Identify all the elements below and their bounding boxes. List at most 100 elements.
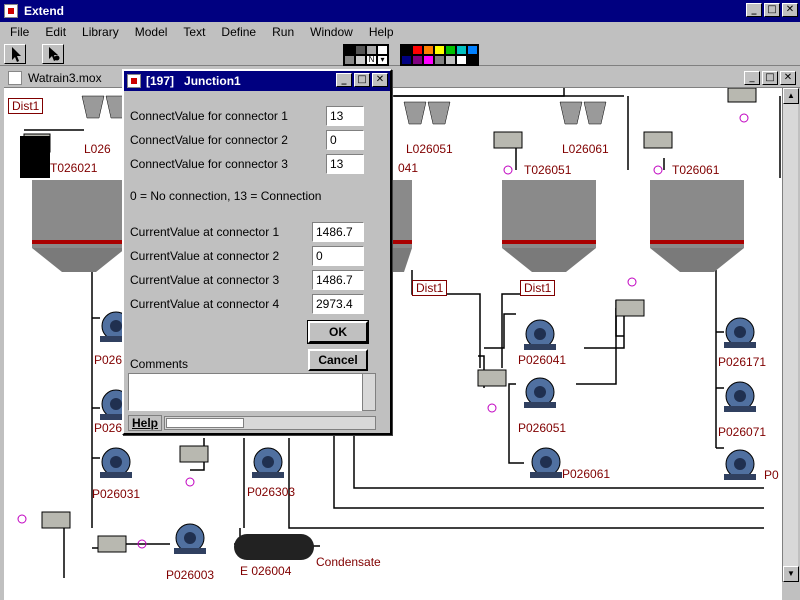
app-title-bar: Extend _ □ ✕ [0, 0, 800, 22]
connect-value-2[interactable]: 0 [326, 130, 364, 150]
dialog-block-id: [197] [146, 74, 175, 88]
arrow-tool-button[interactable] [4, 44, 26, 64]
color-swatch[interactable] [412, 55, 423, 65]
canvas-vertical-scrollbar[interactable]: ▲ ▼ [782, 88, 799, 582]
menu-edit[interactable]: Edit [45, 25, 67, 39]
pattern-cell[interactable] [366, 45, 377, 55]
color-swatch[interactable] [434, 55, 445, 65]
menu-help[interactable]: Help [368, 25, 394, 39]
color-swatch[interactable] [423, 45, 434, 55]
current-label-2: CurrentValue at connector 2 [130, 249, 280, 263]
color-swatch[interactable] [445, 45, 456, 55]
dialog-window-controls: _ □ ✕ [336, 73, 388, 87]
pattern-cell[interactable] [344, 55, 355, 65]
help-button[interactable]: Help [128, 415, 163, 431]
pattern-cell[interactable] [344, 45, 355, 55]
color-palette [400, 44, 479, 66]
dist-block-b[interactable]: Dist1 [520, 280, 556, 296]
dist-block-a[interactable]: Dist1 [412, 280, 448, 296]
p0-label: P0 [764, 468, 779, 482]
t026061-label: T026061 [672, 163, 720, 177]
dialog-close-button[interactable]: ✕ [372, 73, 388, 87]
menu-window[interactable]: Window [310, 25, 353, 39]
p026003-label: P026003 [166, 568, 215, 582]
dialog-maximize-button[interactable]: □ [354, 73, 370, 87]
app-icon[interactable] [4, 4, 18, 18]
minimize-button[interactable]: _ [746, 3, 762, 17]
menu-file[interactable]: File [10, 25, 30, 39]
close-button[interactable]: ✕ [782, 3, 798, 17]
color-swatch[interactable] [467, 55, 478, 65]
doc-minimize-button[interactable]: _ [744, 71, 760, 85]
comments-scrollbar[interactable] [362, 373, 376, 411]
p026031-label: P026031 [92, 487, 141, 501]
pattern-dropdown-icon[interactable]: ▾ [377, 55, 388, 65]
color-swatch[interactable] [467, 45, 478, 55]
menu-library[interactable]: Library [82, 25, 119, 39]
scroll-down-icon[interactable]: ▼ [783, 566, 799, 582]
dialog-title-bar: [197] Junction1 _ □ ✕ [124, 71, 390, 91]
ok-button[interactable]: OK [307, 320, 369, 344]
connect-value-1[interactable]: 13 [326, 106, 364, 126]
p026071-label: P026071 [718, 425, 767, 439]
menu-define[interactable]: Define [221, 25, 257, 39]
p026303-label: P026303 [247, 485, 296, 499]
scroll-up-icon[interactable]: ▲ [783, 88, 799, 104]
menu-model[interactable]: Model [134, 25, 168, 39]
connector-tool-icon [49, 47, 60, 61]
color-swatch[interactable] [434, 45, 445, 55]
scroll-thumb[interactable] [166, 418, 245, 428]
p026-label-b: P026 [94, 421, 123, 435]
pumps [100, 311, 756, 554]
pattern-none-cell[interactable]: N [366, 55, 377, 65]
t026021-block [20, 136, 50, 178]
color-swatch[interactable] [456, 45, 467, 55]
model-canvas[interactable]: Dist1 T026021 L026 L026051 L026061 T0260… [4, 88, 782, 600]
connect-value-3[interactable]: 13 [326, 154, 364, 174]
connect-label-1: ConnectValue for connector 1 [130, 109, 288, 123]
current-value-1: 1486.7 [312, 222, 364, 242]
document-title: Watrain3.mox [28, 71, 102, 85]
color-swatch[interactable] [412, 45, 423, 55]
app-title: Extend [24, 4, 65, 18]
doc-close-button[interactable]: ✕ [780, 71, 796, 85]
p026041-label: P026041 [518, 353, 567, 367]
dialog-minimize-button[interactable]: _ [336, 73, 352, 87]
connect-label-3: ConnectValue for connector 3 [130, 157, 288, 171]
maximize-button[interactable]: □ [764, 3, 780, 17]
connector-tool-button[interactable] [42, 44, 64, 64]
doc-maximize-button[interactable]: □ [762, 71, 778, 85]
comments-label: Comments [130, 357, 189, 371]
current-value-4: 2973.4 [312, 294, 364, 314]
p026061-label: P026061 [562, 467, 611, 481]
current-label-3: CurrentValue at connector 3 [130, 273, 280, 287]
num-041-label: 041 [398, 161, 419, 175]
document-icon[interactable] [8, 71, 22, 85]
pattern-cell[interactable] [355, 55, 366, 65]
dialog-help-bar: Help [128, 415, 376, 431]
connection-legend: 0 = No connection, 13 = Connection [130, 189, 322, 203]
port-markers [17, 113, 749, 549]
p026-label-a: P026 [94, 353, 123, 367]
color-swatch[interactable] [401, 55, 412, 65]
model-diagram [17, 88, 781, 578]
dialog-title: Junction1 [184, 74, 241, 88]
connect-label-2: ConnectValue for connector 2 [130, 133, 288, 147]
dialog-horizontal-scrollbar[interactable] [164, 416, 376, 430]
pattern-cell[interactable] [355, 45, 366, 55]
current-label-4: CurrentValue at connector 4 [130, 297, 280, 311]
color-swatch[interactable] [423, 55, 434, 65]
p026171-label: P026171 [718, 355, 767, 369]
l026-label: L026 [84, 142, 111, 156]
pattern-cell[interactable] [377, 45, 388, 55]
dialog-icon[interactable] [127, 74, 141, 88]
dist-left-block[interactable]: Dist1 [8, 98, 44, 114]
comments-field[interactable] [128, 373, 364, 411]
current-label-1: CurrentValue at connector 1 [130, 225, 280, 239]
menu-run[interactable]: Run [272, 25, 295, 39]
cancel-button[interactable]: Cancel [308, 349, 368, 371]
color-swatch[interactable] [401, 45, 412, 55]
menu-text[interactable]: Text [183, 25, 206, 39]
color-swatch[interactable] [456, 55, 467, 65]
color-swatch[interactable] [445, 55, 456, 65]
